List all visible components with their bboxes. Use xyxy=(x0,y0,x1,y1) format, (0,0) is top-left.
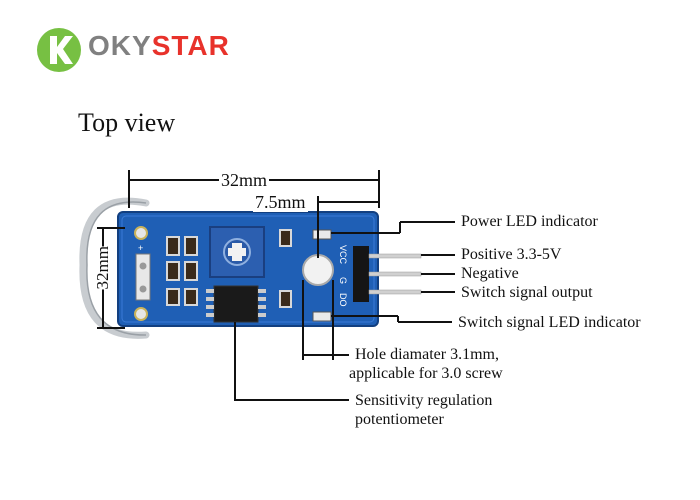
callout-hole-line2: applicable for 3.0 screw xyxy=(349,365,503,382)
dimension-height-label: 32mm xyxy=(93,246,113,290)
potentiometer xyxy=(209,226,265,278)
callout-hole-line1: Hole diamater 3.1mm, xyxy=(355,346,499,363)
pin-label-do: DO xyxy=(338,293,348,307)
ic-chip xyxy=(206,285,266,323)
callout-signal-output: Switch signal output xyxy=(461,284,593,301)
callout-positive: Positive 3.3-5V xyxy=(461,246,562,263)
callout-signal-led: Switch signal LED indicator xyxy=(458,314,641,331)
mounting-hole xyxy=(302,254,334,286)
dimension-width-label: 32mm xyxy=(219,170,270,190)
power-led-icon xyxy=(312,229,332,240)
signal-led-icon xyxy=(312,311,332,322)
page-title: Top view xyxy=(78,108,176,137)
okystar-logo-icon xyxy=(37,28,81,72)
callout-pot-line2: potentiometer xyxy=(355,411,444,428)
pin-label-vcc: VCC xyxy=(338,245,348,265)
callout-pot-line1: Sensitivity regulation xyxy=(355,392,493,409)
callout-power-led: Power LED indicator xyxy=(461,213,598,230)
pin-label-g: G xyxy=(338,277,348,284)
brand-name-right: STAR xyxy=(151,30,230,61)
callout-negative: Negative xyxy=(461,265,519,282)
brand-name: OKYSTAR xyxy=(88,30,230,62)
pcb-board: + xyxy=(117,211,379,327)
brand-name-left: OKY xyxy=(88,30,152,61)
dimension-hole-offset-label: 7.5mm xyxy=(253,192,308,212)
svg-text:+: + xyxy=(138,243,143,253)
smd-components xyxy=(166,229,292,308)
